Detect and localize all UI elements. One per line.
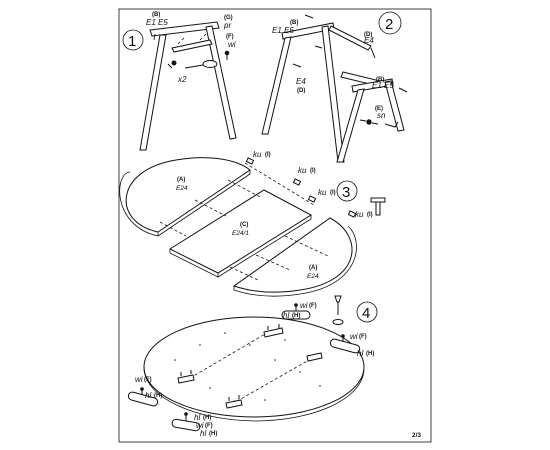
leg-frame-right [336, 78, 405, 163]
svg-text:wi: wi [350, 332, 358, 341]
center-screw-icon [332, 295, 344, 325]
svg-text:(F): (F) [205, 423, 213, 429]
quantity-label: x2 [177, 75, 187, 84]
leaf-part-c [168, 189, 313, 278]
mount-bracket-right [306, 352, 323, 362]
leaf-a-top-label: (A) [177, 177, 185, 183]
bolt-part-code: sn [377, 111, 386, 120]
bracket-part-label: (G) [224, 15, 233, 21]
svg-text:(F): (F) [309, 303, 317, 309]
svg-text:(I): (I) [330, 190, 336, 196]
dowel-icon [245, 157, 357, 218]
frame-right-code: E1 E5 [372, 81, 394, 90]
step-2-badge [378, 11, 402, 35]
allen-key-icon [384, 121, 399, 128]
mount-bracket-left [177, 370, 195, 384]
svg-text:(I): (I) [265, 152, 271, 158]
svg-text:(H): (H) [209, 431, 217, 437]
rail-part-code: E4 [364, 36, 374, 45]
step-3-badge [336, 180, 358, 202]
table-top-underside [143, 316, 365, 422]
screwdriver-icon [184, 60, 218, 69]
step-1-number: 1 [128, 33, 136, 50]
mallet-icon [370, 197, 386, 216]
mount-bracket-top [263, 324, 284, 338]
frame-part-label: (B) [152, 12, 160, 18]
svg-text:hl: hl [357, 349, 363, 358]
rail-left-label: (D) [297, 88, 305, 94]
svg-text:(I): (I) [367, 212, 373, 218]
dowel-labels: ku (I) ku (I) ku (I) ku (I) [253, 150, 373, 219]
frame-top-label: (B) [290, 20, 298, 26]
frame-right-label: (B) [376, 77, 384, 83]
leg-frame-left [261, 22, 345, 163]
leaf-c-code: E24/1 [232, 230, 249, 237]
step-3: 3 (A) E24 (C) E24/1 (A) E24 [119, 150, 386, 297]
svg-text:(F): (F) [144, 377, 152, 383]
step-3-number: 3 [342, 184, 350, 201]
svg-text:wi: wi [196, 421, 204, 430]
step-1: 1 (B) E1 E5 (G) pr (F) wi [122, 12, 237, 151]
bracket-part-code: pr [223, 21, 231, 30]
screw-icon [167, 60, 177, 69]
rail-part-label: (D) [364, 32, 372, 38]
leaf-part-a-top [119, 157, 251, 237]
page-number: 2/3 [412, 432, 421, 439]
svg-text:(F): (F) [359, 334, 367, 340]
screw-part-f [224, 50, 230, 60]
leaf-a-bottom-label: (A) [309, 265, 317, 271]
leaf-part-a-bottom [232, 217, 357, 297]
svg-text:wi: wi [135, 375, 143, 384]
frame-top-code: E1 E5 [272, 26, 294, 35]
screw-part-code: wi [228, 40, 236, 49]
hardware-left [127, 387, 159, 407]
hardware-bottom [171, 412, 201, 432]
step-2-number: 2 [385, 16, 393, 33]
step-4-badge [356, 301, 378, 323]
step-4-number: 4 [362, 305, 370, 322]
mount-bracket-bottom [225, 395, 243, 409]
page-frame [118, 8, 432, 443]
step-2: 2 (B) E1 E5 (D) E4 E4 (D) (B) E1 E [261, 11, 408, 163]
svg-text:hl: hl [200, 429, 206, 438]
leaf-a-top-code: E24 [176, 185, 188, 192]
svg-text:ku: ku [253, 150, 262, 159]
bolt-part-label: (E) [375, 106, 383, 112]
bolt-icon [359, 119, 379, 125]
step-4-labels: wi (F) hl (H) wi (F) hl (H) wi (F) hl (H… [135, 301, 374, 438]
frame-part-code: E1 E5 [146, 18, 168, 27]
rail-left-code: E4 [296, 77, 306, 86]
svg-text:(H): (H) [292, 313, 300, 319]
svg-text:ku: ku [298, 166, 307, 175]
bracket-part-g [171, 33, 213, 53]
svg-text:(H): (H) [366, 351, 374, 357]
svg-text:hl: hl [145, 391, 151, 400]
leaf-a-bottom-code: E24 [307, 273, 319, 280]
leaf-c-label: (C) [240, 222, 248, 228]
svg-text:hl: hl [283, 311, 289, 320]
svg-text:ku: ku [318, 188, 327, 197]
leg-frame-part-b [139, 21, 237, 151]
svg-text:ku: ku [355, 210, 364, 219]
svg-text:(H): (H) [203, 415, 211, 421]
svg-text:(H): (H) [154, 393, 162, 399]
hardware-top [281, 303, 311, 320]
screw-part-label: (F) [226, 34, 234, 40]
svg-text:hl: hl [194, 413, 200, 422]
hardware-right [329, 334, 361, 354]
step-4: 4 [127, 295, 378, 438]
step-1-badge [122, 29, 144, 51]
svg-text:(I): (I) [310, 168, 316, 174]
svg-text:wi: wi [300, 301, 308, 310]
